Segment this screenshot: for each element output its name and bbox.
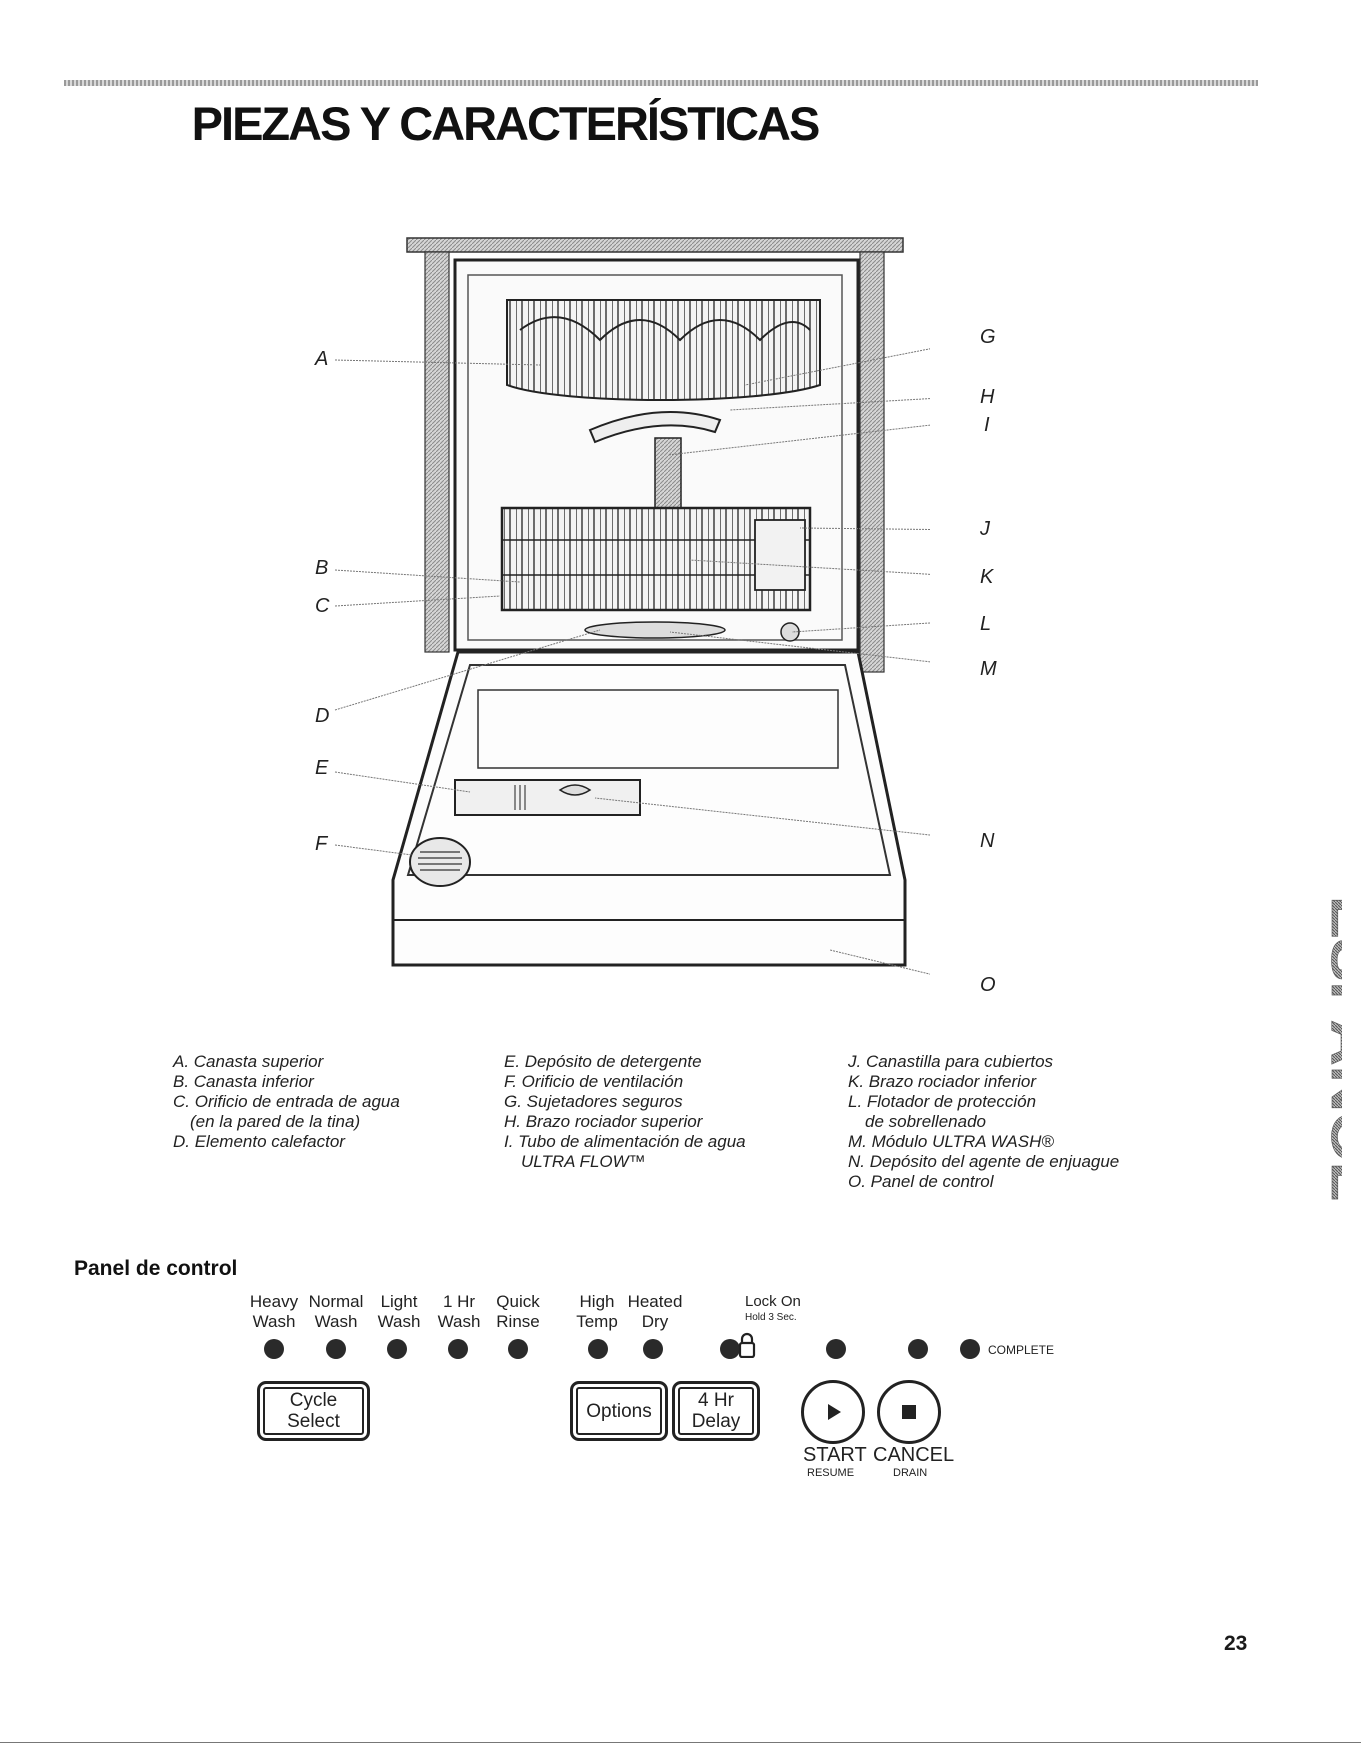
legend-item: O. Panel de control [848,1172,994,1191]
cancel-label: CANCEL [873,1444,955,1466]
legend-column-2: E. Depósito de detergente F. Orificio de… [504,1052,746,1172]
side-tab-text: ESPAÑOL [1320,896,1342,1201]
bottom-rule [0,1742,1361,1743]
led-quick-rinse [508,1339,528,1359]
led-heated-dry [643,1339,663,1359]
led-status-2 [908,1339,928,1359]
callout-m: M [980,658,997,680]
callout-o: O [980,974,996,996]
complete-label: COMPLETE [988,1343,1055,1357]
legend-item: G. Sujetadores seguros [504,1092,683,1111]
led-heavy-wash [264,1339,284,1359]
led-normal-wash [326,1339,346,1359]
callout-i: I [984,414,990,436]
start-button[interactable] [801,1380,865,1444]
legend-item: de sobrellenado [865,1112,986,1131]
callout-b: B [315,557,329,579]
language-side-tab: ESPAÑOL [1320,896,1342,1202]
options-button[interactable]: Options [570,1381,668,1441]
led-high-temp [588,1339,608,1359]
lock-on-label: Lock On [745,1293,801,1310]
legend-item: N. Depósito del agente de enjuague [848,1152,1120,1171]
callout-l: L [980,613,992,635]
led-status-1 [826,1339,846,1359]
legend-item: A. Canasta superior [173,1052,324,1071]
legend-item: L. Flotador de protección [848,1092,1037,1111]
top-rule [64,80,1258,86]
legend-item: B. Canasta inferior [173,1072,314,1091]
legend-item: C. Orificio de entrada de agua [173,1092,400,1111]
led-1hr-wash [448,1339,468,1359]
callout-g: G [980,326,996,348]
page-number: 23 [1224,1632,1248,1655]
cancel-button[interactable] [877,1380,941,1444]
legend-item: ULTRA FLOW™ [521,1152,646,1171]
legend-item: F. Orificio de ventilación [504,1072,684,1091]
led-complete [960,1339,980,1359]
drain-label: DRAIN [893,1467,928,1479]
legend-column-3: J. Canastilla para cubiertos K. Brazo ro… [848,1052,1119,1192]
legend-item: I. Tubo de alimentación de agua [504,1132,746,1151]
stop-icon [902,1405,916,1419]
callout-e: E [315,757,329,779]
callout-j: J [980,518,990,540]
legend-item: M. Módulo ULTRA WASH® [848,1132,1054,1151]
led-light-wash [387,1339,407,1359]
callout-c: C [315,595,330,617]
callout-k: K [980,566,994,588]
callout-d: D [315,705,330,727]
start-label: START [803,1444,867,1466]
legend-item: K. Brazo rociador inferior [848,1072,1037,1091]
legend-item: J. Canastilla para cubiertos [848,1052,1054,1071]
legend-item: H. Brazo rociador superior [504,1112,703,1131]
hold-3-sec-label: Hold 3 Sec. [745,1312,797,1323]
callout-a: A [315,348,329,370]
play-icon [828,1404,841,1420]
resume-label-text: RESUME [807,1467,855,1479]
dishwasher-illustration [334,237,930,975]
legend-column-1: A. Canasta superior B. Canasta inferior … [173,1052,400,1152]
legend-item: D. Elemento calefactor [173,1132,345,1151]
section-heading: Panel de control [74,1257,238,1280]
lock-icon [738,1332,756,1358]
callout-f: F [315,833,328,855]
legend-item: (en la pared de la tina) [190,1112,361,1131]
page-title: PIEZAS Y CARACTERÍSTICAS [191,97,821,150]
callout-h: H [980,386,995,408]
legend-item: E. Depósito de detergente [504,1052,702,1071]
led-lock [720,1339,740,1359]
callout-n: N [980,830,995,852]
